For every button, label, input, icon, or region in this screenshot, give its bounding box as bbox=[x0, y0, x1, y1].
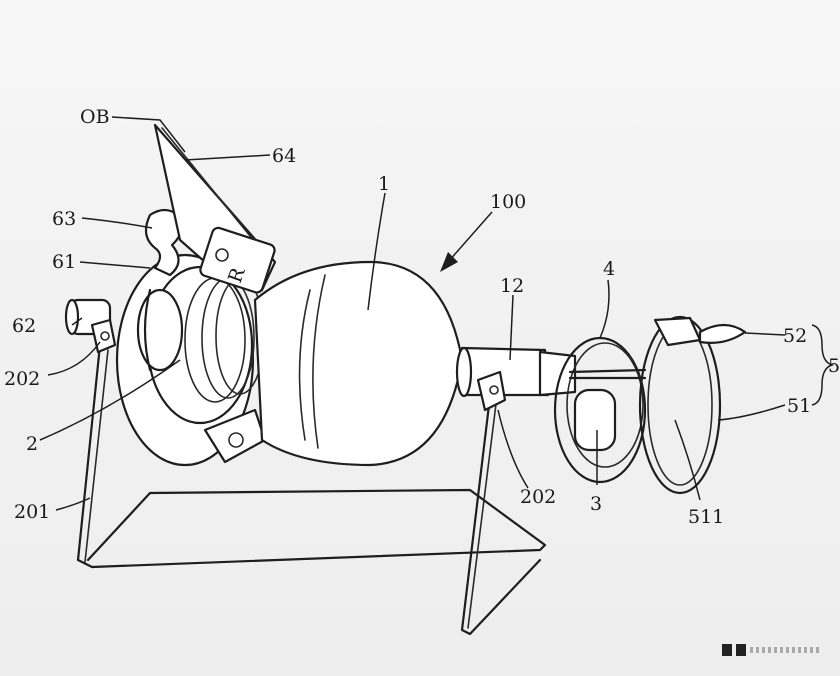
watermark-bar-icon bbox=[722, 644, 732, 656]
label-12: 12 bbox=[500, 275, 524, 297]
watermark-dots bbox=[750, 647, 822, 653]
wire-stand bbox=[76, 343, 547, 636]
label-202-right: 202 bbox=[520, 486, 556, 508]
label-5: 5 bbox=[828, 355, 840, 377]
label-4: 4 bbox=[603, 258, 615, 280]
label-62: 62 bbox=[12, 315, 36, 337]
neck-tube bbox=[455, 346, 577, 412]
label-61: 61 bbox=[52, 251, 76, 273]
label-511: 511 bbox=[688, 506, 724, 528]
watermark-bar-icon bbox=[736, 644, 746, 656]
left-collar bbox=[115, 253, 267, 467]
label-63: 63 bbox=[52, 208, 76, 230]
watermark-logo bbox=[722, 642, 822, 658]
label-51: 51 bbox=[787, 395, 811, 417]
label-202-left: 202 bbox=[4, 368, 40, 390]
clip-assembly: R bbox=[144, 123, 277, 294]
label-64: 64 bbox=[272, 145, 296, 167]
bulb-body bbox=[253, 260, 464, 467]
label-100: 100 bbox=[490, 191, 526, 213]
ring-assembly bbox=[638, 315, 747, 495]
label-3: 3 bbox=[590, 493, 602, 515]
cage bbox=[553, 336, 647, 484]
reference-numerals: OB 64 63 61 62 202 2 201 1 100 12 4 52 5… bbox=[4, 106, 840, 528]
label-OB: OB bbox=[80, 106, 110, 128]
label-52: 52 bbox=[783, 325, 807, 347]
left-knob bbox=[64, 298, 117, 354]
label-1: 1 bbox=[378, 173, 390, 195]
label-2: 2 bbox=[26, 433, 38, 455]
label-201: 201 bbox=[14, 501, 50, 523]
leader-lines bbox=[39, 116, 835, 511]
